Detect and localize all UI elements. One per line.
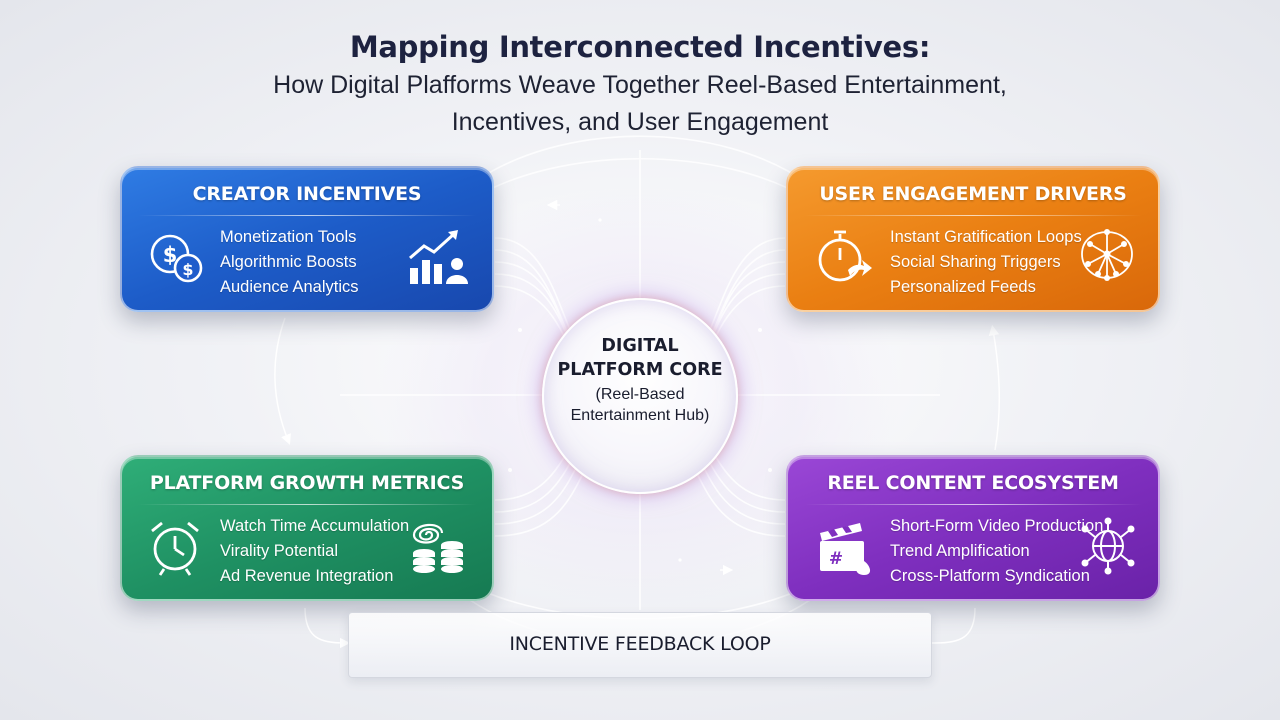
hub-title-line-1: DIGITAL [601,336,679,356]
title-block: Mapping Interconnected Incentives: How D… [0,30,1280,138]
list-item: Personalized Feeds [890,278,1036,296]
user-engagement-drivers-card: USER ENGAGEMENT DRIVERS Instant Gratific… [786,166,1160,312]
svg-text:#: # [829,549,843,569]
card-divider [138,215,476,216]
dollar-coins-icon: $ $ [150,234,203,283]
growth-chart-user-icon [409,230,468,284]
neural-brain-icon [1081,229,1133,281]
hub-title-line-2: PLATFORM CORE [557,360,723,380]
card-item-list: Watch Time Accumulation Virality Potenti… [220,514,409,589]
card-item-list: Instant Gratification Loops Social Shari… [890,225,1082,300]
list-item: Instant Gratification Loops [890,228,1082,246]
list-item: Watch Time Accumulation [220,517,410,535]
list-item: Cross-Platform Syndication [890,567,1090,585]
list-item: Audience Analytics [220,278,359,296]
card-title: USER ENGAGEMENT DRIVERS [819,183,1127,205]
arrows [274,199,1001,649]
network-globe-icon [1081,517,1135,575]
spiral-coin-stack-icon [412,523,463,573]
feedback-loop-box: INCENTIVE FEEDBACK LOOP [348,612,932,678]
list-item: Ad Revenue Integration [220,567,394,585]
subtitle-line-2: Incentives, and User Engagement [451,108,829,136]
feedback-loop-label: INCENTIVE FEEDBACK LOOP [509,633,771,655]
svg-text:$: $ [163,243,178,267]
platform-growth-metrics-card: PLATFORM GROWTH METRICS Watch Time Accum… [120,455,494,601]
hub-subtitle-line-1: (Reel-Based [595,386,685,403]
list-item: Social Sharing Triggers [890,253,1061,271]
card-title: REEL CONTENT ECOSYSTEM [827,472,1119,494]
list-item: Trend Amplification [890,542,1030,560]
card-title: PLATFORM GROWTH METRICS [149,472,465,494]
card-divider [804,504,1142,505]
list-item: Algorithmic Boosts [220,253,357,271]
hub-subtitle-line-2: Entertainment Hub) [570,407,710,424]
main-title: Mapping Interconnected Incentives: [349,30,931,64]
hub-subtitle: (Reel-Based Entertainment Hub) [544,384,736,426]
card-divider [804,215,1142,216]
card-item-list: Short-Form Video Production Trend Amplif… [890,514,1103,589]
hub-title: DIGITAL PLATFORM CORE [544,334,736,382]
alarm-clock-icon [151,521,199,576]
list-item: Virality Potential [220,542,339,560]
list-item: Monetization Tools [220,228,357,246]
stopwatch-arrow-icon [818,230,872,282]
list-item: Short-Form Video Production [890,517,1104,535]
subtitle-line-1: How Digital Plafforms Weave Together Ree… [273,71,1007,99]
svg-text:$: $ [182,260,193,279]
card-title: CREATOR INCENTIVES [192,183,422,205]
platform-core-hub: DIGITAL PLATFORM CORE (Reel-Based Entert… [542,298,738,494]
reel-content-ecosystem-card: REEL CONTENT ECOSYSTEM Short-Form Video … [786,455,1160,601]
card-divider [138,504,476,505]
creator-incentives-card: CREATOR INCENTIVES Monetization Tools Al… [120,166,494,312]
card-item-list: Monetization Tools Algorithmic Boosts Au… [220,225,359,300]
clapperboard-hashtag-icon: # [820,523,871,575]
